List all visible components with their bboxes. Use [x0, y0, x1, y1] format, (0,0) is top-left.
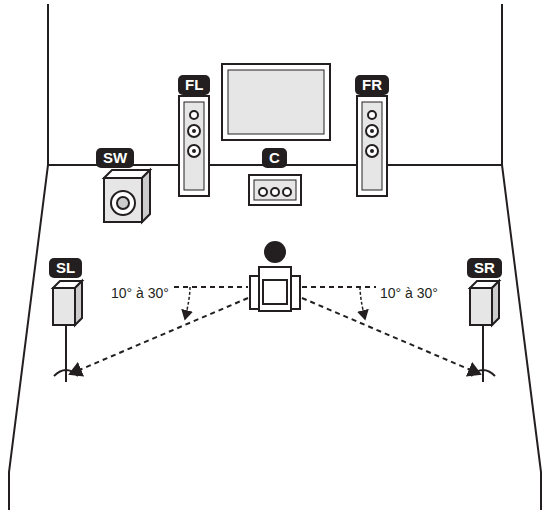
- speaker-tag: SL: [49, 258, 82, 278]
- angle-label: 10° à 30°: [109, 285, 171, 301]
- speaker-tag: FL: [178, 75, 210, 95]
- speaker-label: SW: [103, 149, 127, 166]
- speaker-label: C: [269, 149, 280, 166]
- speaker-label: FL: [185, 76, 203, 93]
- speaker-tag: SW: [96, 148, 134, 168]
- speaker-tag: SR: [467, 258, 502, 278]
- speaker-tag: C: [262, 148, 287, 168]
- angle-label: 10° à 30°: [378, 285, 440, 301]
- speaker-label: FR: [362, 76, 382, 93]
- speaker-label: SL: [56, 259, 75, 276]
- speaker-label: SR: [474, 259, 495, 276]
- speaker-tag: FR: [355, 75, 389, 95]
